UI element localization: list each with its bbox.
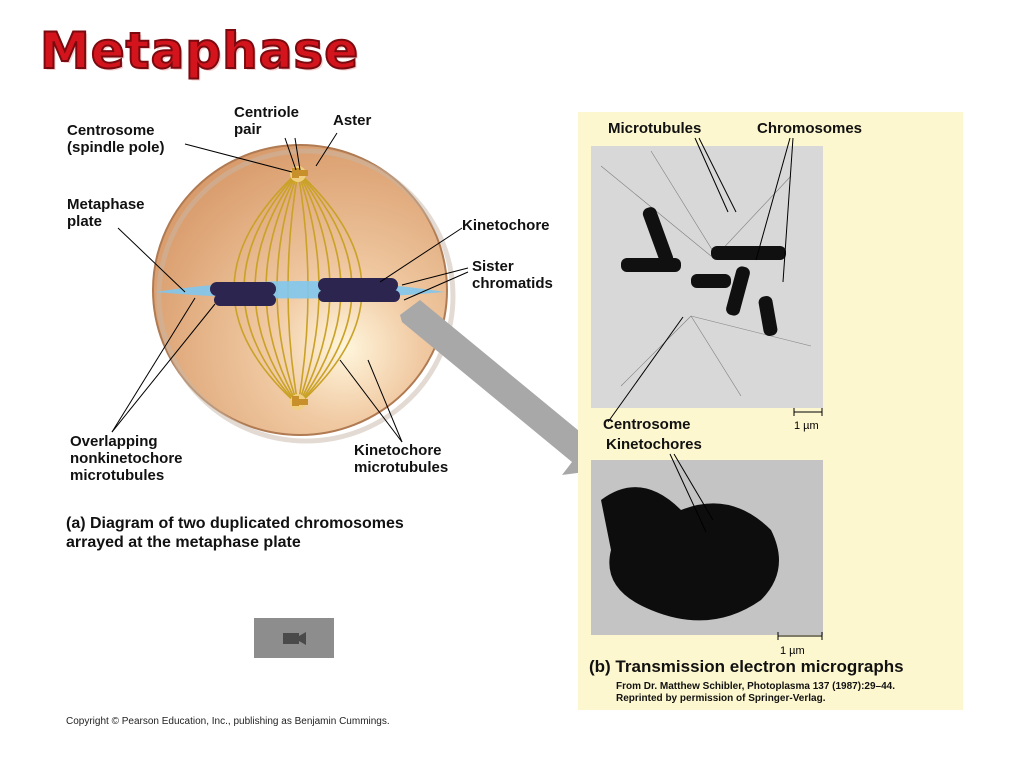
label-kinetochore: Kinetochore <box>462 217 550 234</box>
label-overlapping-microtubules: Overlapping nonkinetochore microtubules <box>70 433 183 484</box>
label-centrosome: Centrosome (spindle pole) <box>67 122 165 156</box>
scale-bar-label-top: 1 µm <box>794 420 819 432</box>
scale-bar-label-bottom: 1 µm <box>780 645 805 657</box>
label-sister-chromatids: Sister chromatids <box>472 258 553 292</box>
label-chromosomes: Chromosomes <box>757 120 862 137</box>
label-kinetochore-microtubules: Kinetochore microtubules <box>354 442 448 476</box>
label-centriole-pair: Centriole pair <box>234 104 299 138</box>
micrograph-leaders <box>578 112 963 710</box>
credit-line-2: Reprinted by permission of Springer-Verl… <box>616 693 895 705</box>
caption-b: (b) Transmission electron micrographs <box>589 657 904 677</box>
copyright: Copyright © Pearson Education, Inc., pub… <box>66 716 390 727</box>
label-aster: Aster <box>333 112 371 129</box>
video-camera-icon <box>254 618 334 658</box>
video-play-button[interactable] <box>254 618 334 658</box>
label-microtubules: Microtubules <box>608 120 701 137</box>
caption-a: (a) Diagram of two duplicated chromosome… <box>66 514 404 552</box>
credit-line-1: From Dr. Matthew Schibler, Photoplasma 1… <box>616 681 895 693</box>
label-metaphase-plate: Metaphase plate <box>67 196 145 230</box>
credit: From Dr. Matthew Schibler, Photoplasma 1… <box>616 681 895 705</box>
label-centrosome-micrograph: Centrosome <box>603 416 691 433</box>
label-kinetochores: Kinetochores <box>606 436 702 453</box>
